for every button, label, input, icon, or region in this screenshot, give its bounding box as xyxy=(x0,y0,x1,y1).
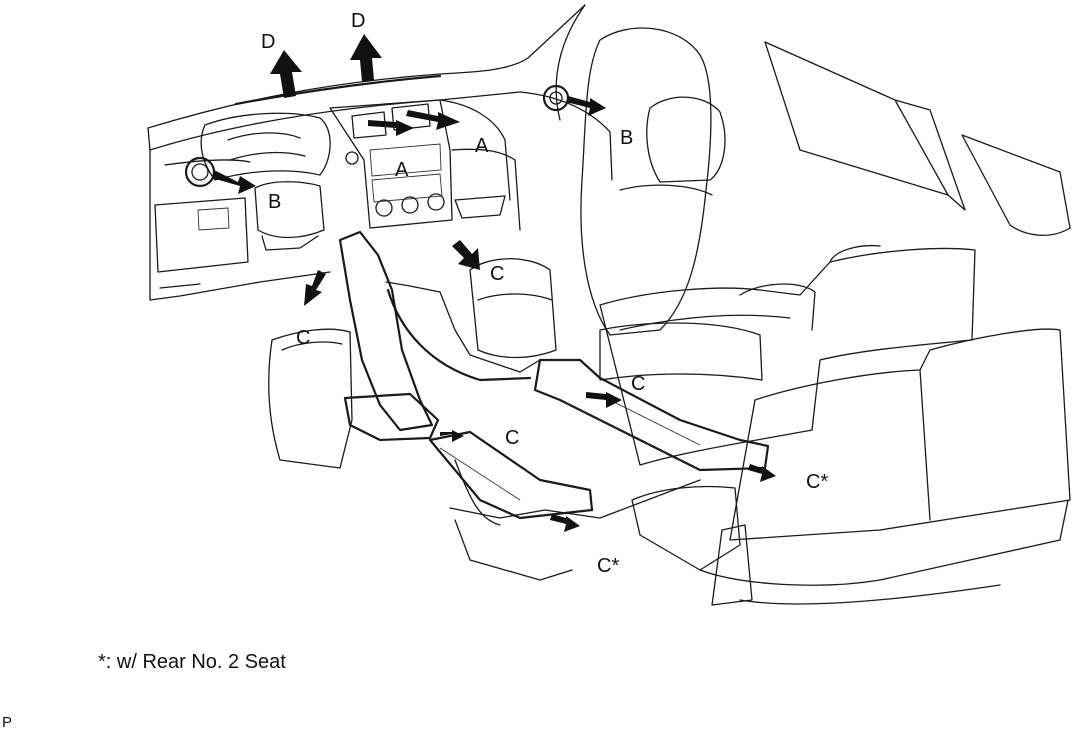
arrow-right-icon xyxy=(440,430,464,442)
center-console xyxy=(469,258,557,359)
label-c-star-center: C* xyxy=(597,555,619,577)
label-b-right: B xyxy=(620,127,633,149)
dashboard-outline xyxy=(147,4,613,301)
footnote: *: w/ Rear No. 2 Seat xyxy=(98,651,286,673)
corner-mark: P xyxy=(2,714,13,731)
arrow-right-icon xyxy=(368,120,414,136)
rear-windows xyxy=(764,41,1071,236)
arrow-right-icon xyxy=(406,110,460,130)
front-passenger-seat xyxy=(580,27,763,381)
label-d-left: D xyxy=(261,31,275,53)
arrow-right-down-icon xyxy=(452,240,480,270)
arrow-right-icon xyxy=(566,96,606,116)
label-d-right: D xyxy=(351,10,365,32)
rear-seat-row-2 xyxy=(631,328,1071,606)
label-c-floor-left: C xyxy=(296,327,310,349)
label-a-center: A xyxy=(395,159,409,181)
arrow-right-icon xyxy=(212,170,256,194)
arrow-right-icon xyxy=(550,514,580,532)
arrow-up-icon xyxy=(270,50,302,98)
airflow-arrows xyxy=(212,34,776,532)
label-c-rear-right: C xyxy=(631,373,645,395)
label-a-right: A xyxy=(475,135,489,157)
arrow-right-icon xyxy=(748,464,776,482)
rear-seat-row-1 xyxy=(599,244,976,466)
arrow-down-icon xyxy=(304,270,326,306)
label-c-star-rear: C* xyxy=(806,471,828,493)
label-b-left: B xyxy=(268,191,281,213)
label-c-console: C xyxy=(490,263,504,285)
floor-ducts xyxy=(338,230,770,581)
outlet-labels: D D A A B B C C C C C* C* xyxy=(261,10,828,577)
driver-seat xyxy=(268,328,353,469)
arrow-right-icon xyxy=(586,392,622,408)
arrow-up-icon xyxy=(350,34,382,82)
label-c-center: C xyxy=(505,427,519,449)
